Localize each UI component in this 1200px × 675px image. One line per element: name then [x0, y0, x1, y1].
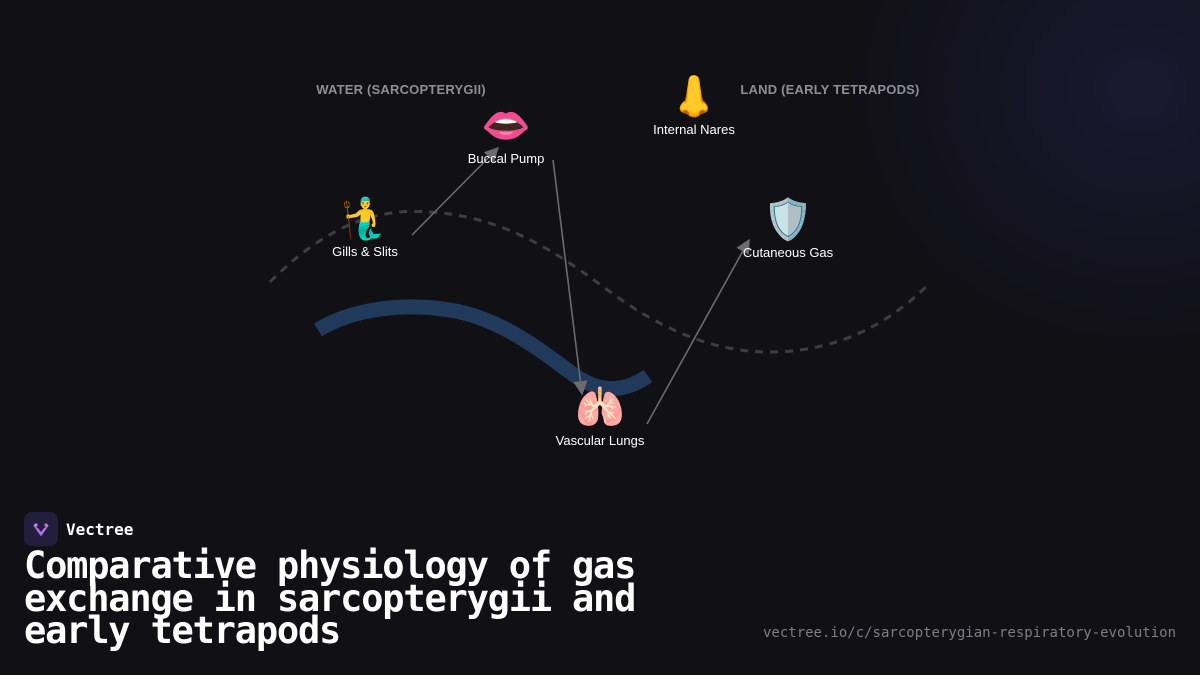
nose-icon: 👃 [669, 74, 719, 120]
node-vascular-lungs: 🫁 Vascular Lungs [556, 385, 645, 448]
land-region-label: LAND (EARLY TETRAPODS) [740, 82, 920, 97]
node-label: Vascular Lungs [555, 433, 645, 448]
merman-icon: 🧜‍♂️ [340, 196, 390, 242]
node-cutaneous-gas: 🛡️ Cutaneous Gas [743, 197, 833, 260]
node-label: Buccal Pump [467, 151, 545, 166]
node-gills-and-slits: 🧜‍♂️ Gills & Slits [332, 196, 398, 259]
lungs-icon: 🫁 [575, 385, 625, 431]
arrows-layer [411, 146, 750, 425]
source-url: vectree.io/c/sarcopterygian-respiratory-… [762, 625, 1176, 641]
arrow-buccal-to-lungs [552, 159, 588, 396]
node-internal-nares: 👃 Internal Nares [653, 74, 735, 137]
page-title: Comparative physiology of gas exchange i… [24, 544, 636, 652]
brand-name: Vectree [66, 519, 134, 539]
vectree-logo-icon [24, 512, 58, 546]
node-label: Internal Nares [653, 122, 735, 137]
water-region-label: WATER (SARCOPTERYGII) [316, 82, 486, 97]
brand: Vectree [24, 512, 133, 546]
shield-icon: 🛡️ [763, 197, 813, 243]
water-evolution-thick-path [314, 299, 653, 397]
mouth-icon: 👄 [481, 103, 531, 149]
node-label: Gills & Slits [332, 244, 398, 259]
node-buccal-pump: 👄 Buccal Pump [468, 103, 545, 166]
node-label: Cutaneous Gas [742, 245, 834, 260]
arrow-lungs-to-cutaneous [646, 238, 750, 425]
land-transition-dashed-path [268, 209, 930, 354]
arrow-gills-to-buccal [411, 146, 500, 236]
